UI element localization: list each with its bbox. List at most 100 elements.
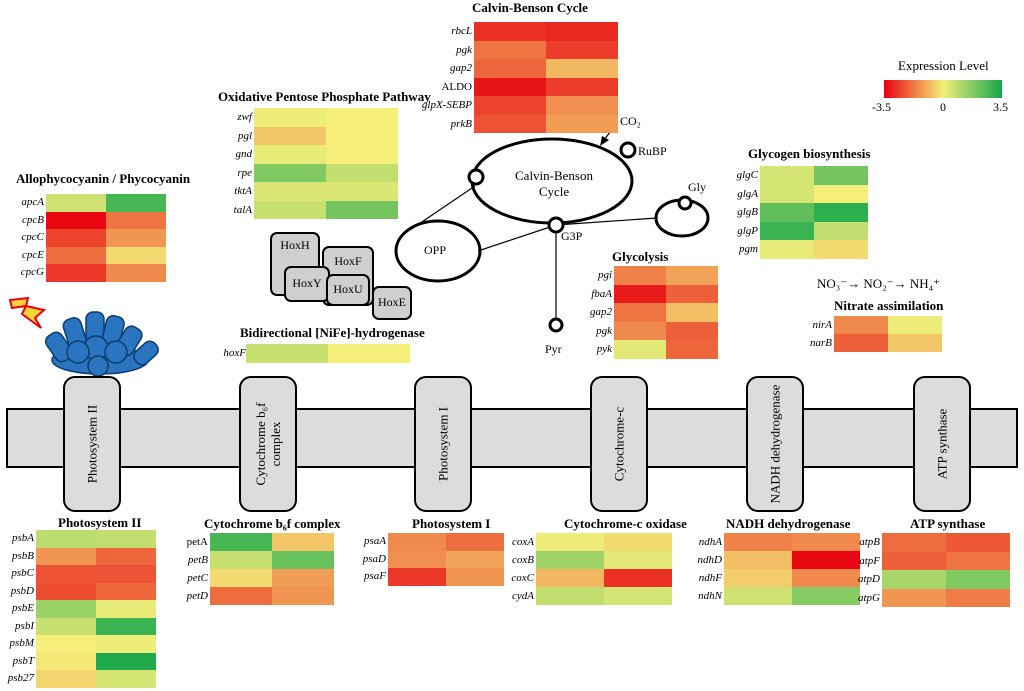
phycobilisome-icon xyxy=(45,311,159,377)
heatmap-cell xyxy=(724,533,792,551)
heatmap-row xyxy=(760,166,868,185)
gene-label: petD xyxy=(186,590,208,602)
gene-label: cpcB xyxy=(22,213,44,226)
complex-cytochrome-b6f: Cytochrome b₆f complex xyxy=(239,376,297,512)
heatmap-row xyxy=(246,344,410,363)
link-g3p-opp xyxy=(477,224,557,252)
heatmap-cell xyxy=(36,565,96,583)
heatmap-row xyxy=(882,551,1010,570)
heatmap-grid xyxy=(388,533,504,586)
gene-label: atpB xyxy=(859,536,880,548)
gene-label: glpX-SEBP xyxy=(421,99,472,111)
gene-label: glgC xyxy=(736,169,758,181)
heatmap-title: NADH dehydrogenase xyxy=(726,516,851,531)
heatmap-cell xyxy=(474,114,546,133)
heatmap-cell xyxy=(36,635,96,653)
heatmap-cell xyxy=(814,221,868,240)
gene-label: ndhF xyxy=(698,572,722,584)
heatmap-row xyxy=(210,587,334,605)
gene-label: prkB xyxy=(450,117,472,130)
light-icon xyxy=(8,296,47,329)
gene-label: hoxF xyxy=(223,347,246,359)
heatmap-cell xyxy=(614,303,666,322)
heatmap-cell xyxy=(546,40,618,59)
gene-label: gnd xyxy=(235,148,253,160)
heatmap-cell xyxy=(46,229,106,247)
heatmap-row xyxy=(36,670,156,688)
heatmap-cell xyxy=(36,652,96,670)
gene-label: coxA xyxy=(512,536,534,548)
heatmap-title: Photosystem II xyxy=(58,515,142,530)
heatmap-cell xyxy=(46,211,106,229)
gene-label: pgm xyxy=(739,243,758,255)
heatmap-row xyxy=(536,551,672,569)
heatmap-title: Oxidative Pentose Phosphate Pathway xyxy=(218,89,431,104)
heatmap-row xyxy=(724,587,860,605)
heatmap-cell xyxy=(882,533,946,552)
heatmap-cell xyxy=(326,126,398,145)
heatmap-cell xyxy=(888,316,942,334)
heatmap-cell xyxy=(792,533,860,551)
legend-mid-label: 0 xyxy=(940,100,946,114)
legend-color-bar xyxy=(884,80,1002,98)
heatmap-row xyxy=(210,533,334,551)
heatmap-cell xyxy=(536,569,604,587)
heatmap-cell xyxy=(326,163,398,182)
heatmap-cell xyxy=(328,344,410,363)
heatmap-cell xyxy=(106,264,166,282)
heatmap-grid xyxy=(760,166,868,259)
heatmap-cell xyxy=(254,126,326,145)
gene-label: pgk xyxy=(596,324,612,337)
heatmap-row xyxy=(46,246,166,264)
gene-label: cydA xyxy=(512,590,534,602)
legend-title: Expression Level xyxy=(898,58,989,73)
heatmap-row xyxy=(210,569,334,587)
heatmap-cell xyxy=(882,551,946,570)
heatmap-row xyxy=(254,145,398,164)
heatmap-cell xyxy=(96,670,156,688)
heatmap-row xyxy=(760,184,868,203)
heatmap-cell xyxy=(388,533,446,551)
gly-label: Gly xyxy=(688,180,706,194)
gene-label: talA xyxy=(233,203,252,216)
heatmap-row xyxy=(388,568,504,586)
heatmap-cell xyxy=(474,96,546,115)
heatmap-grid xyxy=(614,266,718,359)
gene-label: psbT xyxy=(12,654,34,667)
heatmap-cell xyxy=(834,334,888,352)
heatmap-cell xyxy=(946,533,1010,552)
gene-label: ALDO xyxy=(441,80,472,93)
heatmap-row xyxy=(36,547,156,565)
gene-label: atpF xyxy=(859,554,880,567)
heatmap-cell xyxy=(614,340,666,359)
nitrate-equation: NO₃⁻→ NO₂⁻→ NH₄⁺ xyxy=(817,276,941,291)
heatmap-row xyxy=(834,316,942,334)
heatmap-cell xyxy=(724,551,792,569)
heatmap-cell xyxy=(474,22,546,41)
gene-label: petA xyxy=(186,536,208,548)
heatmap-cell xyxy=(106,246,166,264)
gene-label: glgP xyxy=(737,224,758,237)
gene-label: ndhN xyxy=(698,590,722,602)
pyr-label: Pyr xyxy=(545,342,562,356)
link-calvin-opp xyxy=(409,185,476,231)
heatmap-title: Glycogen biosynthesis xyxy=(748,146,871,161)
heatmap-row xyxy=(834,334,942,352)
heatmap-row xyxy=(254,126,398,145)
gene-label: rpe xyxy=(237,166,252,179)
heatmap-cell xyxy=(614,321,666,340)
heatmap-row xyxy=(46,194,166,212)
heatmap-cell xyxy=(106,194,166,212)
heatmap-cell xyxy=(96,600,156,618)
heatmap-title: Cytochrome b₆f complex xyxy=(204,516,341,531)
heatmap-cell xyxy=(724,587,792,605)
heatmap-cell xyxy=(272,569,334,587)
opp-node xyxy=(394,219,482,283)
heatmap-cell xyxy=(36,600,96,618)
heatmap-cell xyxy=(272,551,334,569)
